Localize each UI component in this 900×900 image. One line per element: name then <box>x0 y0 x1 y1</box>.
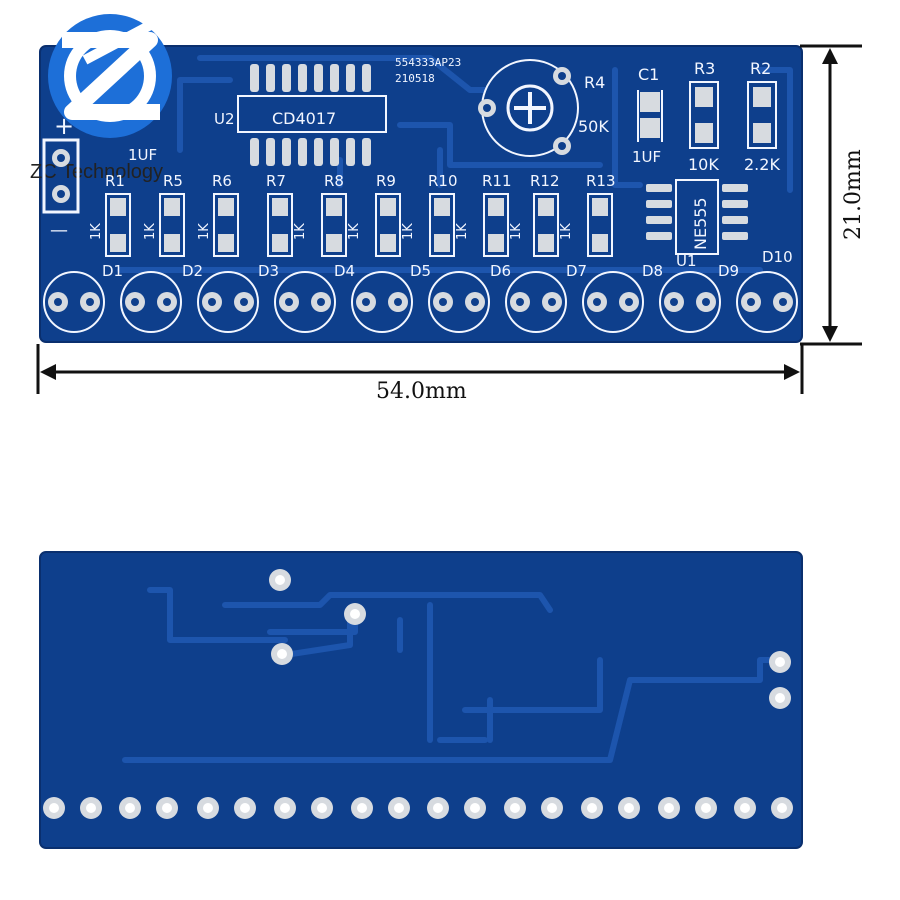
resistor-value: 1K <box>197 223 212 240</box>
r3-label: R3 <box>694 59 715 78</box>
led-row: D1 D2 D3 D4 <box>43 248 798 333</box>
r2-value: 2.2K <box>744 155 780 174</box>
dimension-markers <box>36 44 862 394</box>
resistor-r13: R13 <box>586 172 616 257</box>
resistor-r7: R7 1K <box>266 172 308 257</box>
bottom-vias <box>269 569 791 709</box>
led-label: D6 <box>490 262 511 280</box>
led-label: D7 <box>566 262 587 280</box>
u1-label: U1 <box>676 252 697 270</box>
r2-resistor: R2 2.2K <box>744 59 780 174</box>
width-dimension: 54.0mm <box>376 379 467 404</box>
resistor-r1: R1 1K <box>89 172 131 257</box>
r3-resistor: R3 10K <box>688 59 719 174</box>
resistor-value: 1K <box>143 223 158 240</box>
resistor-value: 1K <box>559 223 574 240</box>
led-label: D3 <box>258 262 279 280</box>
resistor-label: R13 <box>586 172 616 190</box>
resistor-label: R5 <box>163 172 183 190</box>
u2-part: CD4017 <box>272 109 336 128</box>
left-cap-value: 1UF <box>128 146 157 164</box>
resistor-label: R9 <box>376 172 396 190</box>
resistor-value: 1K <box>293 223 308 240</box>
led-d6: D6 <box>428 262 511 333</box>
resistor-r6: R6 1K <box>197 172 239 257</box>
c1-label: C1 <box>638 65 659 84</box>
resistor-label: R8 <box>324 172 344 190</box>
r2-label: R2 <box>750 59 771 78</box>
resistor-r5: R5 1K <box>143 172 185 257</box>
led-label: D4 <box>334 262 355 280</box>
r4-value: 50K <box>578 117 609 136</box>
resistor-r11: R11 1K <box>482 172 524 257</box>
led-d1: D1 <box>43 262 123 333</box>
led-d9: D9 <box>659 262 739 333</box>
led-d8: D8 <box>582 262 663 333</box>
height-dimension: 21.0mm <box>841 149 866 240</box>
u2-label: U2 <box>214 110 235 128</box>
led-label: D2 <box>182 262 203 280</box>
led-label: D1 <box>102 262 123 280</box>
led-label: D10 <box>762 248 793 266</box>
bottom-pad-row <box>43 797 793 819</box>
resistor-value: 1K <box>89 223 104 240</box>
r4-label: R4 <box>584 73 605 92</box>
resistor-r10: R10 1K <box>428 172 470 257</box>
resistor-value: 1K <box>509 223 524 240</box>
resistor-label: R10 <box>428 172 458 190</box>
pcb-bottom-board <box>39 551 803 849</box>
ne555-label: NE555 <box>691 197 710 250</box>
r3-value: 10K <box>688 155 719 174</box>
led-d5: D5 <box>351 262 431 333</box>
date-code: 210518 <box>395 72 435 85</box>
brand-name: ZC Technology <box>30 161 163 183</box>
pcb-top-board: ZC Technology + — 1UF U2 CD4017 <box>30 14 803 343</box>
u2-cd4017-footprint: U2 CD4017 <box>214 64 387 166</box>
led-d10: D10 <box>736 248 798 333</box>
resistor-label: R6 <box>212 172 232 190</box>
led-d7: D7 <box>505 262 587 333</box>
c1-value: 1UF <box>632 148 661 166</box>
resistor-label: R11 <box>482 172 512 190</box>
resistor-label: R1 <box>105 172 125 190</box>
resistor-value: 1K <box>401 223 416 240</box>
resistor-label: R12 <box>530 172 560 190</box>
resistor-value: 1K <box>455 223 470 240</box>
brand-logo <box>48 14 172 138</box>
led-d4: D4 <box>274 262 355 333</box>
resistor-row: R1 1K R5 1K R6 1K R7 1K <box>89 172 616 257</box>
resistor-r9: R9 1K <box>375 172 416 257</box>
resistor-label: R7 <box>266 172 286 190</box>
led-d2: D2 <box>120 262 203 333</box>
resistor-value: 1K <box>347 223 362 240</box>
power-header: + — <box>42 112 80 241</box>
chip-id: 554333AP23 <box>395 56 461 69</box>
plus-label: + <box>54 112 74 140</box>
u1-ne555-footprint: NE555 U1 <box>646 179 748 270</box>
bottom-traces <box>122 587 783 763</box>
minus-label: — <box>50 220 68 241</box>
led-label: D9 <box>718 262 739 280</box>
led-d3: D3 <box>197 262 279 333</box>
r4-potentiometer: R4 50K <box>478 59 609 157</box>
c1-capacitor: C1 1UF <box>632 65 663 166</box>
resistor-r8: R8 1K <box>321 172 362 257</box>
led-label: D5 <box>410 262 431 280</box>
resistor-r12: R12 1K <box>530 172 574 257</box>
led-label: D8 <box>642 262 663 280</box>
